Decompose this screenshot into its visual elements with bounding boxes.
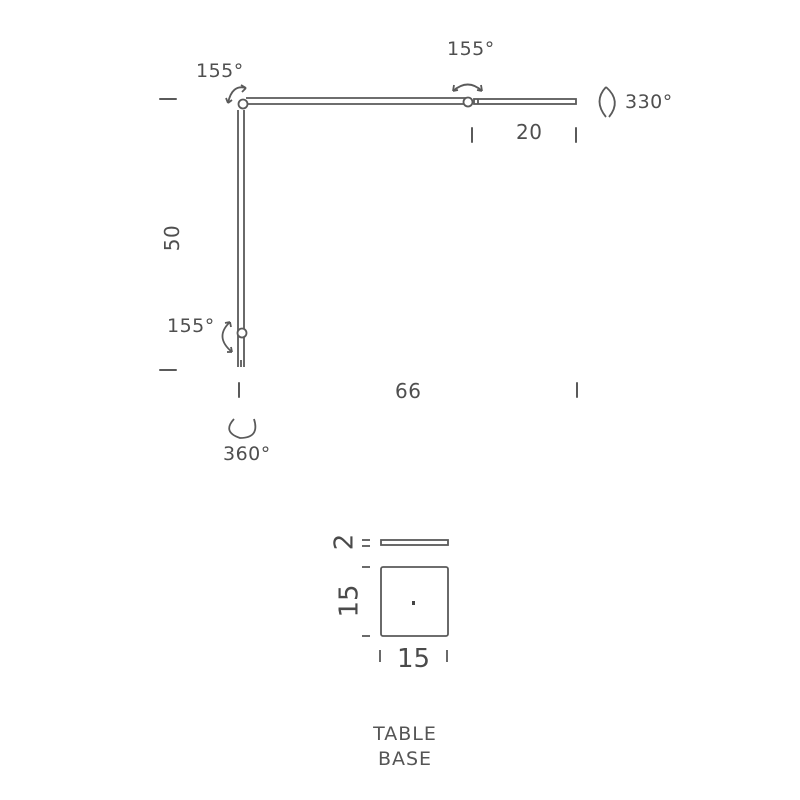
angle-label-head-joint: 155° xyxy=(447,38,495,60)
table-base-drawing xyxy=(362,539,449,662)
base-mount-point xyxy=(412,601,415,605)
rotate-arrow-icon xyxy=(598,86,616,118)
head-joint xyxy=(462,96,474,108)
caption-line-2: BASE xyxy=(377,748,433,770)
dim-label-base-thickness: 2 xyxy=(329,533,360,551)
dim-label-base-depth: 15 xyxy=(334,584,365,618)
dim-label-base-width: 15 xyxy=(397,644,431,674)
rotation-arrows xyxy=(221,83,616,439)
lower-joint xyxy=(236,327,248,339)
horizontal-arm xyxy=(246,97,466,105)
base-top-view xyxy=(380,566,449,637)
elbow-joint xyxy=(237,98,249,110)
angle-label-lower-joint: 155° xyxy=(167,315,215,337)
dim-label-head-length: 20 xyxy=(516,120,543,144)
angle-label-elbow: 155° xyxy=(196,60,244,82)
rotate-arrow-icon xyxy=(228,418,257,439)
rotate-arrow-icon xyxy=(452,83,483,92)
caption-line-1: TABLE xyxy=(373,723,437,745)
base-side-view xyxy=(380,539,449,546)
table-base-caption: TABLE BASE xyxy=(360,722,450,772)
lamp-head xyxy=(473,98,577,105)
vertical-arm xyxy=(237,110,245,367)
angle-label-base-rotation: 360° xyxy=(223,443,271,465)
angle-label-head-rotation: 330° xyxy=(625,91,673,113)
dim-label-arm-height: 50 xyxy=(160,224,185,252)
rotate-arrow-icon xyxy=(221,321,233,353)
dim-label-arm-width: 66 xyxy=(395,379,422,403)
